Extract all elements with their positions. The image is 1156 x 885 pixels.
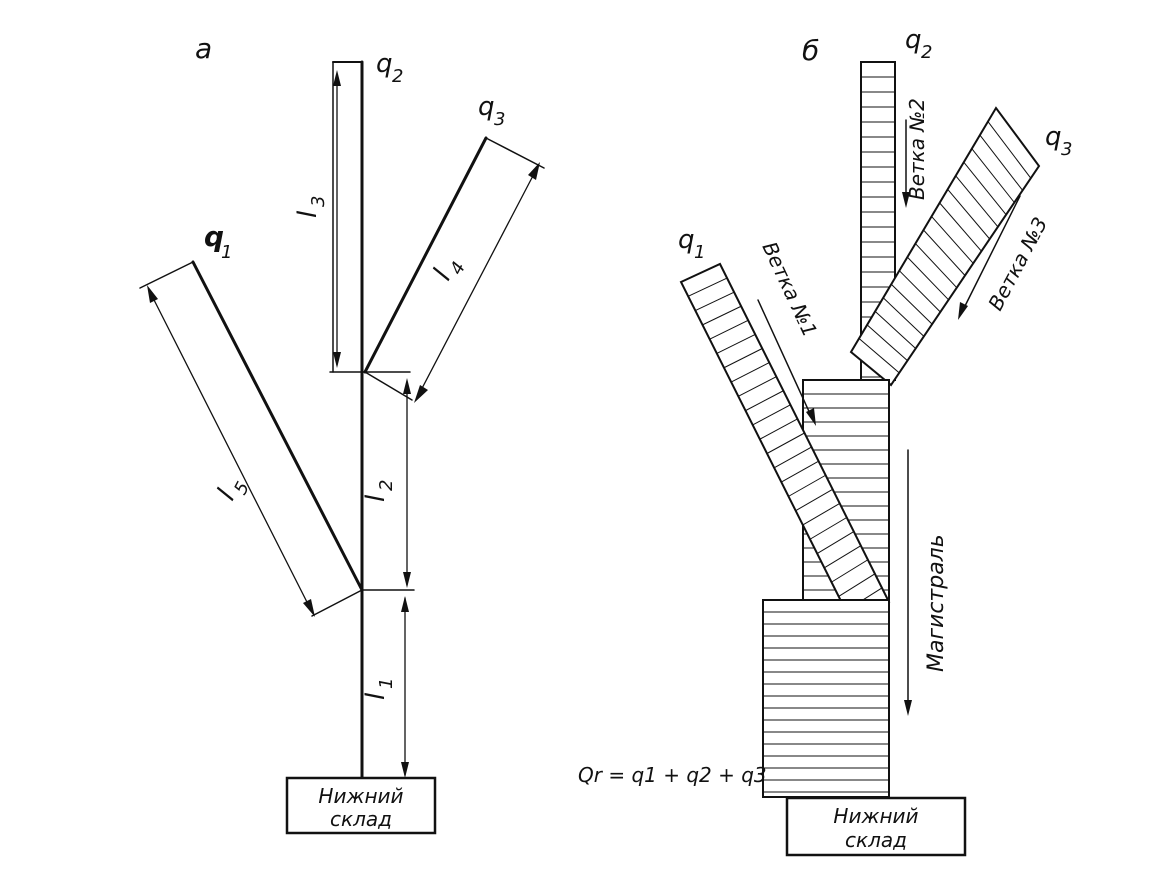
hatch-line [858,338,900,374]
panel-b-branch1-arrow [757,299,816,426]
panel-b-branch3-arrow [958,195,1021,320]
svg-text:l: l [293,210,323,218]
panel-a-q3-branch [363,136,545,403]
hatch-line [866,324,908,362]
hatch-line [824,545,862,569]
svg-text:3: 3 [494,109,505,130]
svg-text:q: q [678,225,695,255]
hatch-line [781,460,819,483]
hatch-line [687,277,728,297]
hatch-line [979,134,1023,191]
hatch-line [716,333,756,354]
panel-a-length-l2-label: l 2 [361,480,397,502]
svg-text:2: 2 [392,66,403,87]
hatch-line [802,502,840,526]
hatch-line [907,256,949,301]
hatch-line [759,418,798,440]
panel-a-q1-branch [139,260,364,617]
hatch-line [730,362,770,383]
svg-text:q: q [204,220,224,253]
panel-a-load-q2-label: q 2 [376,49,403,87]
hatch-line [963,161,1007,215]
svg-text:1: 1 [221,242,232,263]
panel-a-warehouse-line2: склад [330,807,392,831]
hatch-line [890,283,933,325]
hatch-line [752,404,791,426]
hatch-line [971,148,1015,203]
svg-text:3: 3 [308,196,329,207]
panel-b-load-q2-label: q 2 [905,25,932,63]
hatch-line [723,348,763,369]
hatch-line [738,376,777,397]
panel-b-trunk-arrow [904,449,912,716]
hatch-line [947,189,991,240]
panel-a-load-q3-label: q 3 [478,92,505,130]
panel-a-length-l4-label: l 4 [428,258,470,285]
hatch-line [955,175,999,228]
panel-a-length-l1-label: l 1 [361,678,397,700]
svg-text:l: l [361,692,391,700]
panel-b-warehouse-box: Нижний склад [785,796,967,857]
hatch-line [702,305,742,326]
panel-b: б [578,25,1072,857]
panel-a-letter: а [195,32,212,65]
panel-a-warehouse-box: Нижний склад [285,776,437,835]
hatch-line [915,243,958,289]
panel-b-branch2-arrow [902,119,910,208]
hatch-line [898,270,941,313]
hatch-line [831,559,869,583]
svg-text:1: 1 [694,242,705,263]
panel-b-total-formula: Qr = q1 + q2 + q3 [578,763,767,787]
panel-b-branch1-label: Ветка №1 [757,238,822,341]
panel-a-warehouse-line1: Нижний [318,784,403,808]
hatch-line [931,216,974,264]
svg-text:1: 1 [376,678,397,689]
panel-b-load-q1-label: q 1 [678,225,705,263]
hatch-line [809,517,848,540]
panel-b-warehouse-line1: Нижний [833,804,918,828]
hatch-line [923,229,966,276]
svg-text:q: q [1045,122,1062,152]
svg-text:3: 3 [1061,139,1072,160]
panel-b-trunk-label: Магистраль [924,534,949,672]
hatch-line [939,202,982,252]
panel-b-warehouse-line2: склад [845,828,907,852]
hatch-line [838,573,876,597]
hatch-line [816,531,855,554]
panel-b-branch2-label: Ветка №2 [905,98,929,200]
panel-b-load-q3-label: q 3 [1045,122,1072,160]
hatch-line [766,432,805,454]
panel-a-length-l3-label: l 3 [293,196,329,218]
hatch-line [773,446,812,469]
hatch-line [882,297,925,337]
hatch-line [695,291,735,312]
panel-b-trunk-bottom-block [762,599,890,798]
panel-b-q3-band [849,106,1041,387]
svg-text:2: 2 [376,480,397,491]
svg-text:q: q [905,25,922,55]
svg-text:l: l [361,494,391,502]
svg-text:2: 2 [921,42,932,63]
panel-b-letter: б [802,34,819,67]
panel-a-length-l5-label: l 5 [212,478,254,505]
hatch-line [874,310,917,349]
hatch-line [745,390,784,412]
hatch-line [709,319,749,340]
hatch-line [795,488,833,512]
panel-a-q2-block [329,61,411,373]
panel-a-load-q1-label: q 1 [204,220,232,263]
panel-a: а [139,32,545,835]
svg-text:q: q [478,92,495,122]
hatch-line [987,121,1032,179]
hatch-line [788,474,826,497]
panel-a-trunk-dimensions [361,378,415,778]
svg-text:q: q [376,49,393,79]
